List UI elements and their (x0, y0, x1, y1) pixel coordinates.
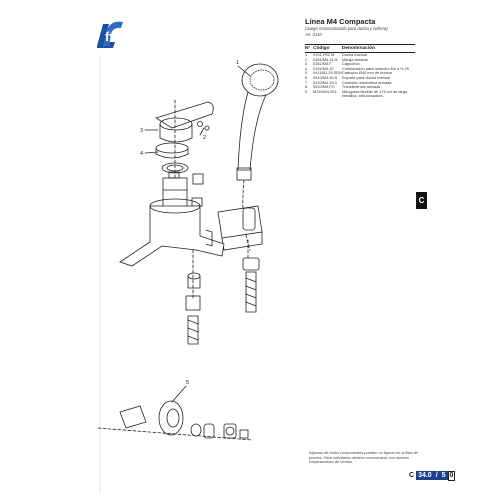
part-name: Conexión excéntrica armada (341, 79, 392, 85)
callout-3: 3 (140, 128, 143, 134)
eccentric-connector (185, 295, 201, 345)
part-name: Ducha manual (341, 52, 368, 57)
table-row: 7 0310/M4.19.3 Conexión excéntrica armada (305, 79, 415, 86)
leader-4 (144, 151, 159, 154)
part-number: 5 (305, 70, 308, 76)
part-code: 0310/M4.16.S (313, 74, 338, 80)
part-name: Capuchón (341, 61, 360, 67)
section-tab: C (416, 192, 427, 209)
lever-handle (155, 101, 214, 143)
screw-small (197, 121, 203, 127)
footer-note: Algunos de estos componentes pueden no f… (309, 450, 418, 465)
logo-text: fv (105, 29, 117, 44)
part-code: 0411/B1.25.SDH (313, 70, 342, 76)
page-section: C (409, 472, 415, 479)
wall-fitting-exploded (97, 400, 253, 441)
parts-table: N° Código Denominación 1 0131.FR2.M Ducha … (305, 44, 415, 99)
part-code: 0310/M4.19.3 (313, 79, 337, 85)
part-code: 0181/M4.F (313, 61, 332, 67)
callout-5: 5 (186, 380, 189, 386)
cartridge (162, 171, 204, 209)
cap-ring-top (155, 142, 189, 154)
part-name: Cartucho Ø40 mm de bronce (341, 70, 393, 76)
page-separator: / (433, 471, 440, 480)
page-number: 34.0 (416, 471, 434, 480)
outlet-fitting (187, 272, 201, 289)
col-name: Denominación (341, 44, 415, 53)
col-number: N° (305, 44, 313, 53)
leader-2 (199, 127, 205, 136)
table-row: 8 0310/M4.F.0 Transferencia armada (305, 85, 415, 90)
table-header-row: N° Código Denominación (305, 44, 415, 53)
part-name: Combinación para cartucho M4 a ½.25 (341, 65, 409, 71)
part-number: 7 (305, 79, 308, 85)
table-row: 1 0131.FR2.M Ducha manual (305, 52, 415, 58)
callout-4: 4 (140, 151, 143, 157)
screw-small-2 (204, 125, 210, 131)
shower-holder (217, 205, 263, 251)
part-code: 0131.FR2.M (313, 52, 335, 57)
flexible-hose (242, 257, 260, 313)
part-number: 9 (305, 88, 308, 94)
part-code: 0310/M4.F.0 (313, 84, 335, 90)
page-badge: C 34.0 / 5 0 (407, 470, 456, 481)
part-code: M110/M4.2EL (313, 88, 337, 94)
part-number: 6 (305, 74, 308, 80)
hand-shower (236, 63, 279, 181)
callout-1: 1 (236, 60, 239, 66)
table-row: 3 0181/M4.F Capuchón (305, 62, 415, 67)
part-number: 4 (305, 65, 308, 71)
part-code: 0181/M4.14.IL (313, 56, 338, 62)
logo-mark-right (103, 21, 123, 46)
part-name: Manija armada (341, 56, 368, 62)
col-code: Código (313, 44, 342, 53)
product-header: Línea M4 Compacta (Juego monocomando par… (305, 17, 415, 37)
page-sub: 5 (439, 471, 448, 480)
page-title: Línea M4 Compacta (305, 17, 376, 26)
leader-1 (237, 65, 251, 77)
table-row: 4 0181/M4.10 Combinación para cartucho M4 … (305, 65, 415, 72)
part-name: Transferencia armada (341, 84, 380, 90)
part-number: 2 (305, 56, 308, 62)
logo-mark-left (97, 24, 115, 48)
leader-5 (171, 385, 187, 403)
part-name: Soporte para ducha manual (341, 74, 390, 80)
table-row: 9 M110/M4.2EL Manguera flexible de 175 cm … (305, 88, 415, 99)
brand-logo: fv (97, 21, 123, 48)
part-code: 0181/M4.10 (313, 65, 334, 71)
part-name: Manguera flexible de 175 cm de largo, me… (341, 88, 409, 99)
part-number: 1 (305, 52, 308, 57)
article-number: Art. 0110 (305, 32, 322, 37)
mixer-body (119, 198, 225, 267)
page-total: 0 (447, 470, 456, 481)
part-number: 3 (305, 61, 308, 67)
callout-2: 2 (203, 135, 206, 141)
page-subtitle: (Juego monocomando para ducha y bañera) (305, 26, 388, 31)
part-number: 8 (305, 84, 308, 90)
